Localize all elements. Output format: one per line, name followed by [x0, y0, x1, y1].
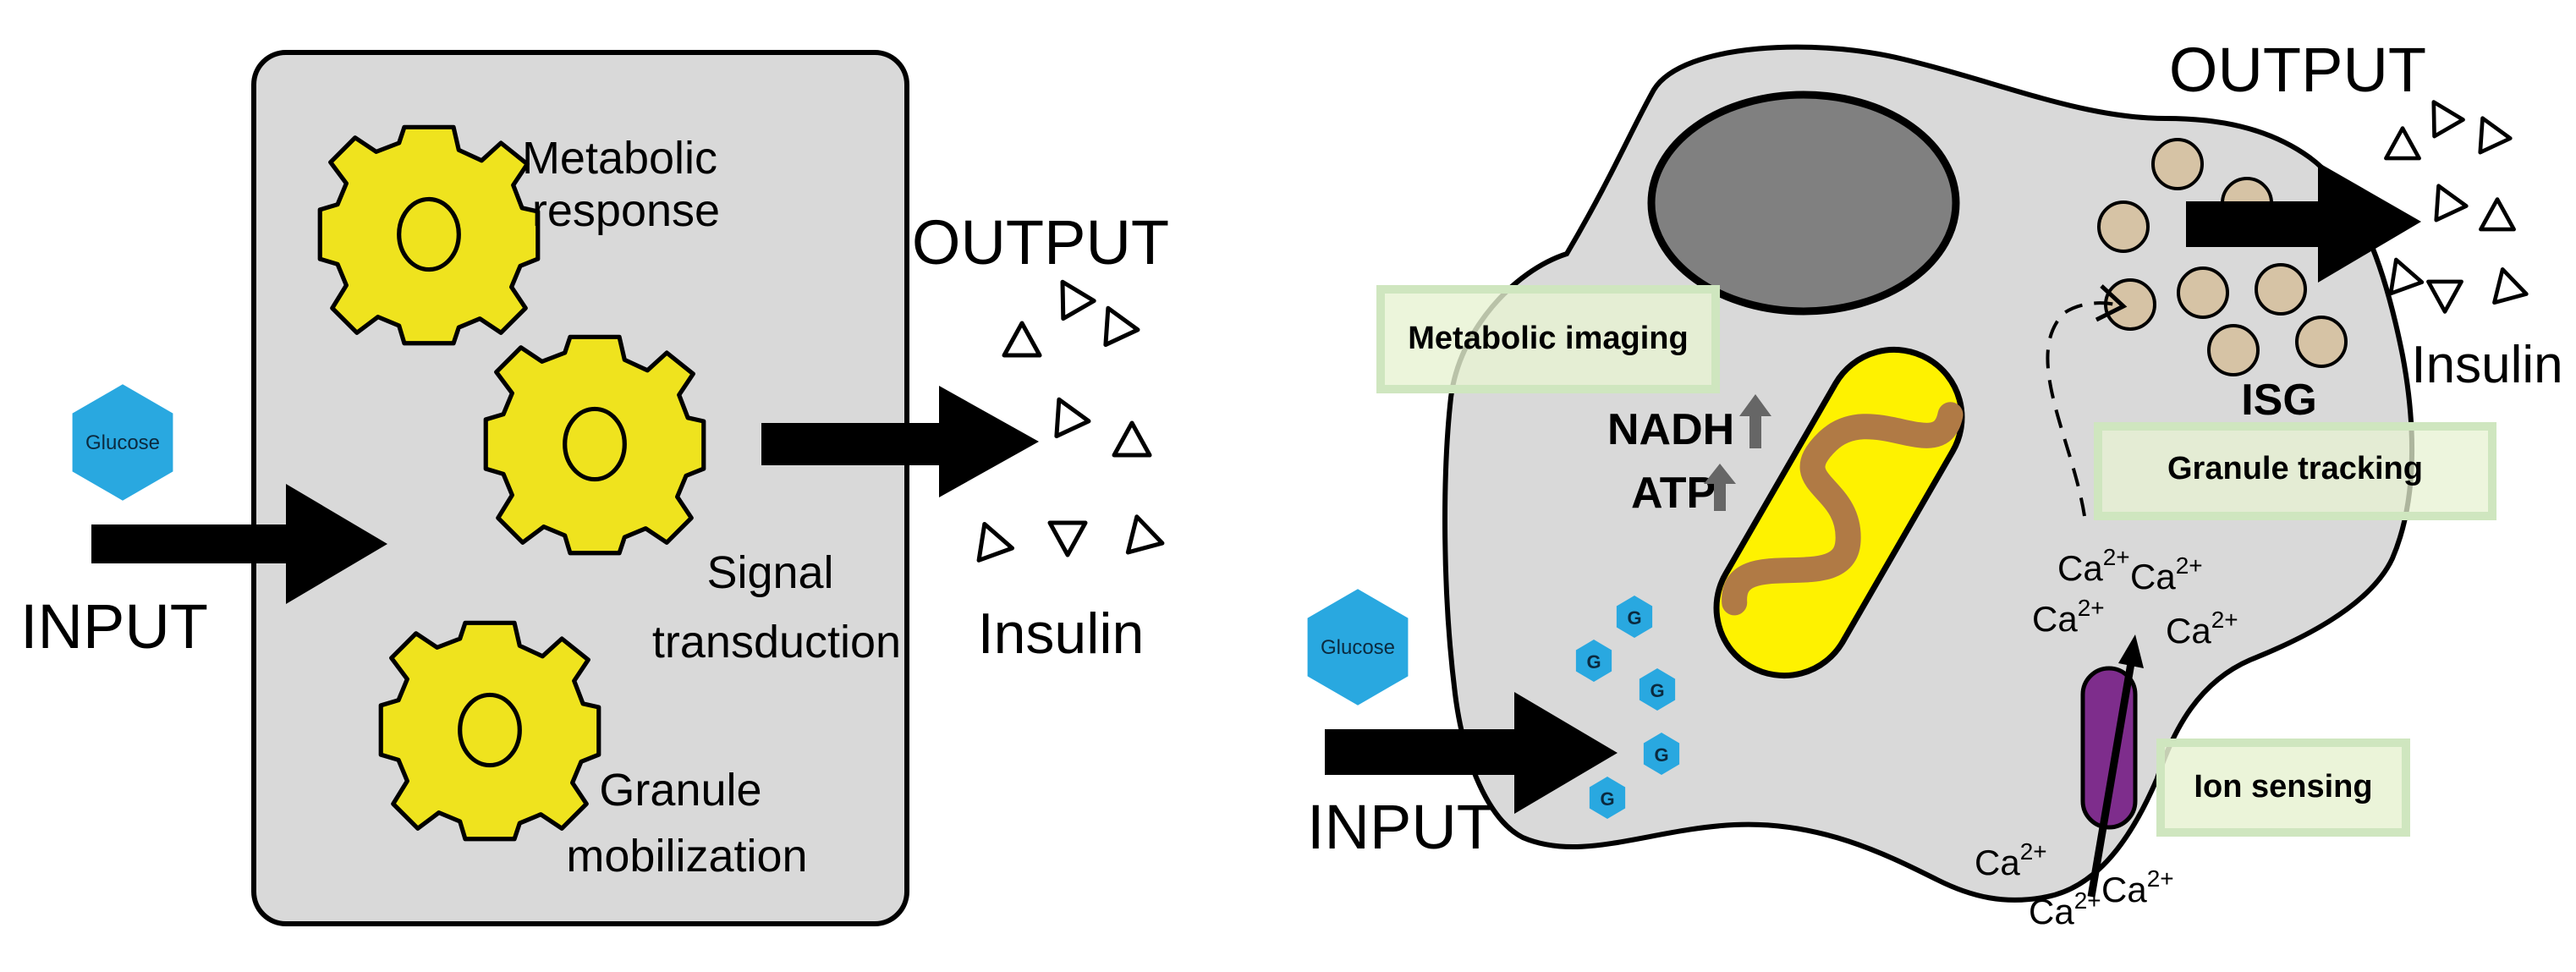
- atp-up-arrow-icon: [1704, 464, 1736, 511]
- granule: [2177, 266, 2229, 319]
- insulin-triangle-icon: [1114, 423, 1150, 455]
- nucleus: [1647, 91, 1960, 316]
- insulin-label: Insulin: [978, 601, 1145, 666]
- insulin-triangle-icon: [1092, 300, 1138, 344]
- metabolic-imaging-box: Metabolic imaging: [1376, 285, 1720, 393]
- granule: [2151, 138, 2204, 190]
- calcium-ion-label: Ca2+: [2166, 607, 2238, 651]
- calcium-ion-label: Ca2+: [2029, 887, 2101, 931]
- granule-mobilization-label: Granule mobilization: [566, 765, 807, 881]
- insulin-triangle-icon: [2424, 178, 2467, 220]
- calcium-influx-arrow-head-icon: [2118, 634, 2144, 668]
- nadh-label: NADH: [1607, 405, 1734, 454]
- isg-label: ISG: [2241, 376, 2317, 425]
- insulin-triangle-icon: [1120, 512, 1162, 552]
- glucose-label: Glucose: [1321, 636, 1395, 659]
- granule: [2207, 324, 2260, 376]
- glucose-small-icon: G: [1639, 668, 1676, 711]
- input-arrow: [1325, 692, 1618, 814]
- output-label: OUTPUT: [2169, 35, 2426, 105]
- insulin-triangle-icon: [968, 518, 1012, 560]
- calcium-ion-label: Ca2+: [2032, 595, 2105, 639]
- signal-transduction-label: Signal transduction: [652, 547, 901, 667]
- granule-tracking-label: Granule tracking: [2167, 451, 2423, 486]
- glucose-hexagon: Glucose: [72, 384, 173, 501]
- gear-metabolic-response-icon: [320, 127, 538, 343]
- metabolic-imaging-label: Metabolic imaging: [1408, 321, 1688, 356]
- granule: [2097, 200, 2150, 253]
- glucose-small-icon: G: [1589, 777, 1626, 819]
- dashed-arrow-head-icon: [2095, 284, 2128, 322]
- left-panel: INPUT Glucose Metabolic response Signal …: [20, 50, 1169, 926]
- calcium-ion-label: Ca2+: [1975, 838, 2047, 882]
- insulin-triangle-icon: [1043, 392, 1089, 436]
- insulin-molecules: [968, 273, 1162, 561]
- insulin-triangle-icon: [1050, 523, 1085, 555]
- granule: [2255, 263, 2307, 316]
- ion-sensing-label: Ion sensing: [2194, 769, 2372, 805]
- dashed-mobilization-arrow: [2046, 301, 2123, 517]
- gear-signal-transduction-icon: [486, 337, 704, 552]
- metabolic-response-label: Metabolic response: [522, 133, 730, 236]
- right-panel: NADH ATP Metabolic imaging G G G: [1307, 35, 2563, 931]
- calcium-ion-label: Ca2+: [2130, 552, 2203, 596]
- output-arrow: [2186, 162, 2421, 283]
- input-label: INPUT: [20, 591, 208, 662]
- glucose-hexagon: Glucose: [1307, 589, 1409, 706]
- glucose-small-icon: G: [1643, 733, 1680, 775]
- svg-text:G: G: [1654, 744, 1668, 766]
- insulin-triangle-icon: [2386, 129, 2419, 158]
- insulin-triangle-icon: [2486, 265, 2526, 302]
- mitochondrion-icon: [1713, 346, 1965, 679]
- calcium-ion-label: Ca2+: [2101, 865, 2174, 909]
- insulin-triangle-icon: [1004, 323, 1040, 355]
- nadh-up-arrow-icon: [1739, 394, 1771, 448]
- svg-text:G: G: [1600, 788, 1614, 810]
- ion-sensing-box: Ion sensing: [2156, 739, 2410, 837]
- granule: [2295, 316, 2348, 368]
- glucose-label: Glucose: [85, 431, 160, 454]
- insulin-triangle-icon: [2468, 111, 2511, 152]
- calcium-influx-arrow: [2087, 657, 2136, 898]
- input-label: INPUT: [1307, 792, 1495, 862]
- granule: [2104, 278, 2156, 331]
- output-label: OUTPUT: [912, 207, 1169, 277]
- calcium-ion-label: Ca2+: [2057, 544, 2130, 588]
- output-arrow: [761, 386, 1039, 497]
- insulin-triangle-icon: [1047, 273, 1094, 319]
- svg-text:G: G: [1627, 607, 1641, 629]
- gear-granule-mobilization-icon: [381, 623, 599, 838]
- insulin-label: Insulin: [2411, 336, 2562, 394]
- svg-text:G: G: [1650, 680, 1664, 701]
- svg-text:G: G: [1586, 651, 1601, 673]
- insulin-triangle-icon: [2428, 282, 2461, 311]
- granule-tracking-box: Granule tracking: [2094, 422, 2496, 520]
- glucose-small-icon: G: [1575, 640, 1612, 682]
- insulin-molecules: [2381, 94, 2526, 312]
- input-arrow: [91, 484, 387, 604]
- atp-label: ATP: [1631, 469, 1716, 518]
- glucose-small-icon: G: [1616, 596, 1653, 638]
- intracellular-glucose: G G G G G: [1575, 596, 1680, 819]
- insulin-triangle-icon: [2480, 200, 2513, 229]
